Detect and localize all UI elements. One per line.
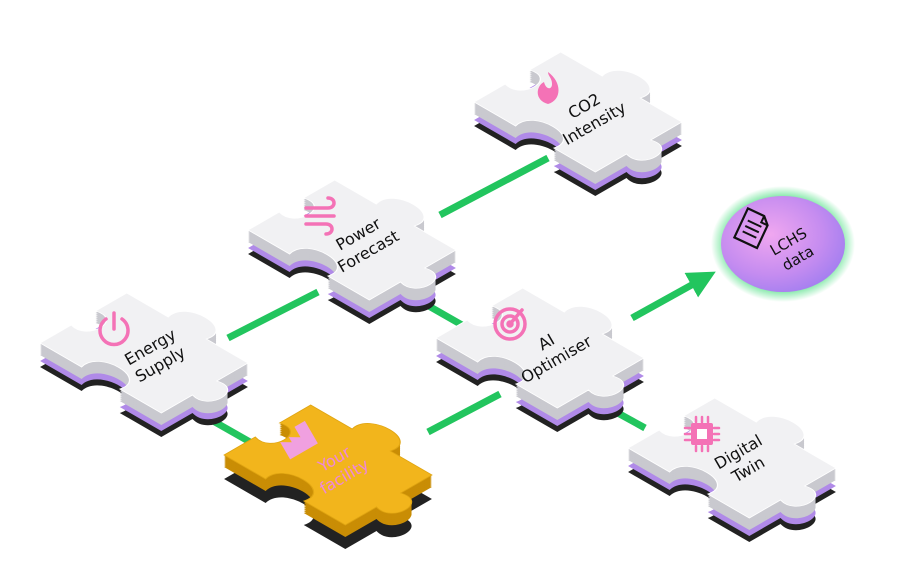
- chip-icon: [683, 415, 721, 453]
- target-icon: [493, 307, 527, 341]
- flame-icon: [537, 72, 559, 104]
- connector-power-co2: [438, 154, 550, 219]
- connector-facility-ai: [426, 390, 502, 436]
- factory-icon: [280, 420, 318, 460]
- connector-energy-power: [226, 288, 320, 342]
- wind-icon: [304, 196, 336, 236]
- lchs-badge: LCHS data: [711, 186, 855, 302]
- power-icon: [98, 311, 130, 347]
- document-icon: [732, 206, 769, 250]
- connector-ai-lchs: [630, 271, 716, 322]
- connectors: [183, 154, 716, 446]
- lchs-badge-circle: [721, 196, 845, 292]
